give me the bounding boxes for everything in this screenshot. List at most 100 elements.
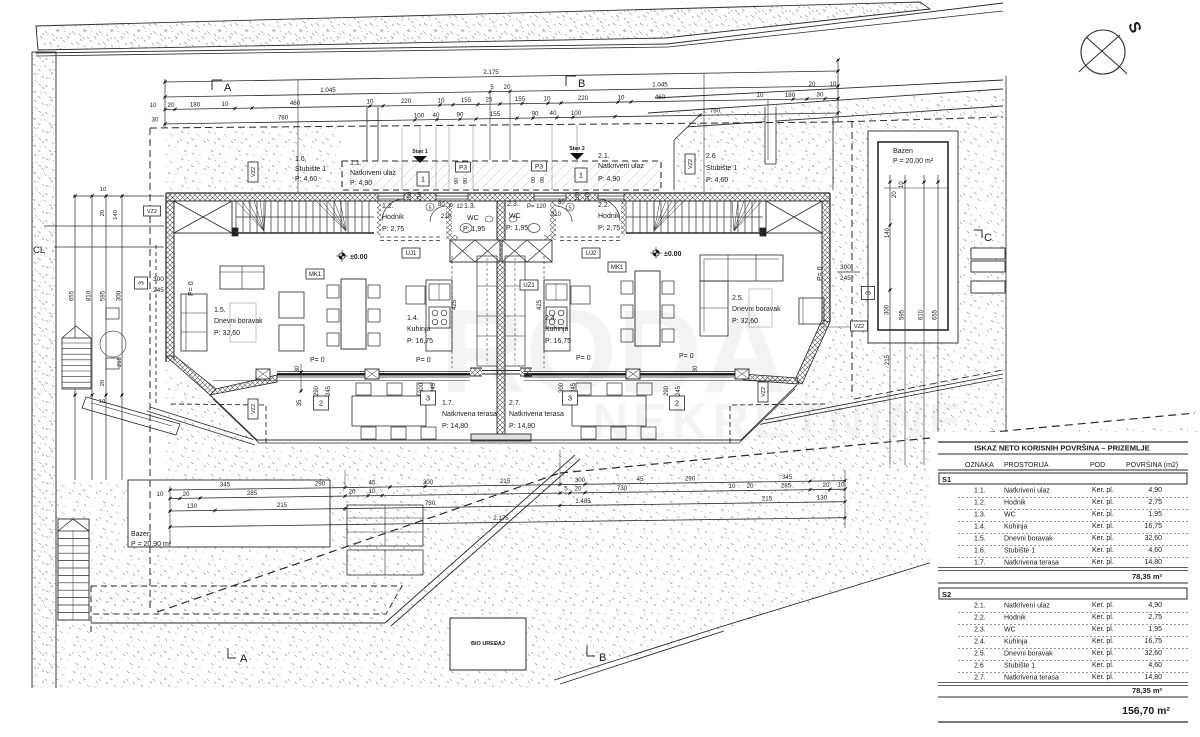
svg-text:VZ2: VZ2 <box>251 167 257 177</box>
svg-text:Dnevni boravak: Dnevni boravak <box>732 306 781 313</box>
svg-text:P: 2,75: P: 2,75 <box>382 226 404 233</box>
svg-text:10: 10 <box>830 81 837 88</box>
svg-text:30: 30 <box>693 365 699 372</box>
svg-text:780: 780 <box>710 108 721 115</box>
svg-text:P: 32,60: P: 32,60 <box>214 330 240 337</box>
svg-text:30: 30 <box>817 91 824 98</box>
svg-text:155: 155 <box>461 97 472 104</box>
svg-text:20: 20 <box>809 81 816 88</box>
svg-text:78,35 m²: 78,35 m² <box>1132 572 1163 581</box>
svg-text:290: 290 <box>685 475 696 482</box>
svg-text:220: 220 <box>578 95 589 102</box>
svg-text:210: 210 <box>551 212 562 218</box>
svg-text:Dnevni boravak: Dnevni boravak <box>1004 536 1053 543</box>
svg-text:5: 5 <box>428 206 431 212</box>
svg-text:P: 1,95: P: 1,95 <box>463 226 485 233</box>
svg-text:Ker. pl.: Ker. pl. <box>1092 523 1114 530</box>
svg-text:Stubište 1: Stubište 1 <box>1004 548 1035 555</box>
svg-text:460: 460 <box>290 100 301 107</box>
svg-text:300: 300 <box>423 479 434 486</box>
svg-text:2.7.: 2.7. <box>509 400 521 407</box>
svg-text:2.2.: 2.2. <box>598 202 610 209</box>
svg-text:Stubište 1: Stubište 1 <box>1004 663 1035 670</box>
svg-text:90: 90 <box>532 110 539 117</box>
svg-text:2.5.: 2.5. <box>974 651 986 658</box>
svg-text:595: 595 <box>900 309 906 320</box>
svg-text:Kuhinja: Kuhinja <box>407 326 430 333</box>
svg-text:140: 140 <box>885 227 891 238</box>
svg-text:Stubište 1: Stubište 1 <box>295 166 326 173</box>
svg-text:300: 300 <box>840 264 851 271</box>
svg-text:245: 245 <box>153 287 164 294</box>
svg-text:B: B <box>578 78 585 90</box>
svg-text:P= 0: P= 0 <box>310 357 325 364</box>
svg-text:1.6.: 1.6. <box>974 548 986 555</box>
svg-text:14,80: 14,80 <box>1144 674 1162 681</box>
svg-text:2.1.: 2.1. <box>974 603 986 610</box>
svg-text:Hodnik: Hodnik <box>1004 500 1026 507</box>
svg-text:P= 0: P= 0 <box>188 281 195 296</box>
svg-text:10: 10 <box>157 491 164 498</box>
svg-text:130: 130 <box>817 495 828 502</box>
svg-text:Dnevni boravak: Dnevni boravak <box>214 318 263 325</box>
svg-text:16,75: 16,75 <box>1144 523 1162 530</box>
svg-text:10: 10 <box>150 102 157 109</box>
svg-text:35: 35 <box>297 399 303 406</box>
svg-text:180: 180 <box>190 102 201 109</box>
svg-text:2,75: 2,75 <box>1148 614 1162 621</box>
svg-text:155: 155 <box>490 111 501 118</box>
svg-text:P= 0: P= 0 <box>416 357 431 364</box>
svg-text:2.3.: 2.3. <box>507 201 519 208</box>
svg-text:4,90: 4,90 <box>1148 487 1162 494</box>
svg-text:3: 3 <box>568 394 572 403</box>
svg-text:80: 80 <box>558 200 565 206</box>
svg-text:4,90: 4,90 <box>1148 602 1162 609</box>
svg-text:245: 245 <box>840 275 851 282</box>
svg-text:285: 285 <box>247 490 258 497</box>
svg-text:2.1.: 2.1. <box>598 153 610 160</box>
svg-text:2,75: 2,75 <box>1148 499 1162 506</box>
svg-text:Natkrivena terasa: Natkrivena terasa <box>1004 560 1059 567</box>
svg-text:P: 1,95: P: 1,95 <box>506 225 528 232</box>
svg-text:P: 4,60: P: 4,60 <box>295 176 317 183</box>
svg-text:Natkriveni ulaz: Natkriveni ulaz <box>1004 603 1050 610</box>
svg-text:210: 210 <box>441 214 452 220</box>
svg-text:Ker. pl.: Ker. pl. <box>1092 674 1114 681</box>
svg-text:P: 16,75: P: 16,75 <box>545 338 571 345</box>
svg-text:425: 425 <box>537 299 543 310</box>
svg-text:1.2.: 1.2. <box>974 500 986 507</box>
svg-text:155: 155 <box>515 96 526 103</box>
svg-text:285: 285 <box>781 483 792 490</box>
svg-text:P: 14,80: P: 14,80 <box>442 423 468 430</box>
svg-text:210: 210 <box>585 192 591 201</box>
svg-text:610: 610 <box>919 309 925 320</box>
svg-text:20: 20 <box>747 483 754 490</box>
svg-text:Bazen: Bazen <box>893 148 913 155</box>
svg-text:Ker. pl.: Ker. pl. <box>1092 662 1114 669</box>
svg-text:20: 20 <box>892 191 898 198</box>
svg-text:1: 1 <box>579 171 583 180</box>
svg-text:3: 3 <box>139 281 146 285</box>
svg-text:90: 90 <box>463 178 469 184</box>
svg-text:290: 290 <box>314 385 320 396</box>
svg-text:10: 10 <box>222 101 229 108</box>
svg-text:100: 100 <box>571 110 582 117</box>
svg-text:Kuhinja: Kuhinja <box>545 326 568 333</box>
svg-text:CL: CL <box>33 245 45 256</box>
svg-text:290: 290 <box>315 480 326 487</box>
svg-text:Ker. pl.: Ker. pl. <box>1092 547 1114 554</box>
svg-text:215: 215 <box>277 502 288 509</box>
svg-text:UJ1: UJ1 <box>406 251 417 257</box>
svg-text:Ker. pl.: Ker. pl. <box>1092 626 1114 633</box>
svg-text:595: 595 <box>100 290 107 301</box>
svg-text:P: 32,60: P: 32,60 <box>732 318 758 325</box>
svg-text:40: 40 <box>433 112 440 119</box>
svg-text:90: 90 <box>457 112 464 119</box>
svg-text:220: 220 <box>401 98 412 105</box>
svg-text:A: A <box>224 82 232 94</box>
svg-text:5: 5 <box>490 84 494 91</box>
svg-text:5: 5 <box>564 486 568 493</box>
svg-text:215: 215 <box>762 495 773 502</box>
svg-text:2.3.: 2.3. <box>974 627 986 634</box>
svg-text:210: 210 <box>417 192 423 201</box>
